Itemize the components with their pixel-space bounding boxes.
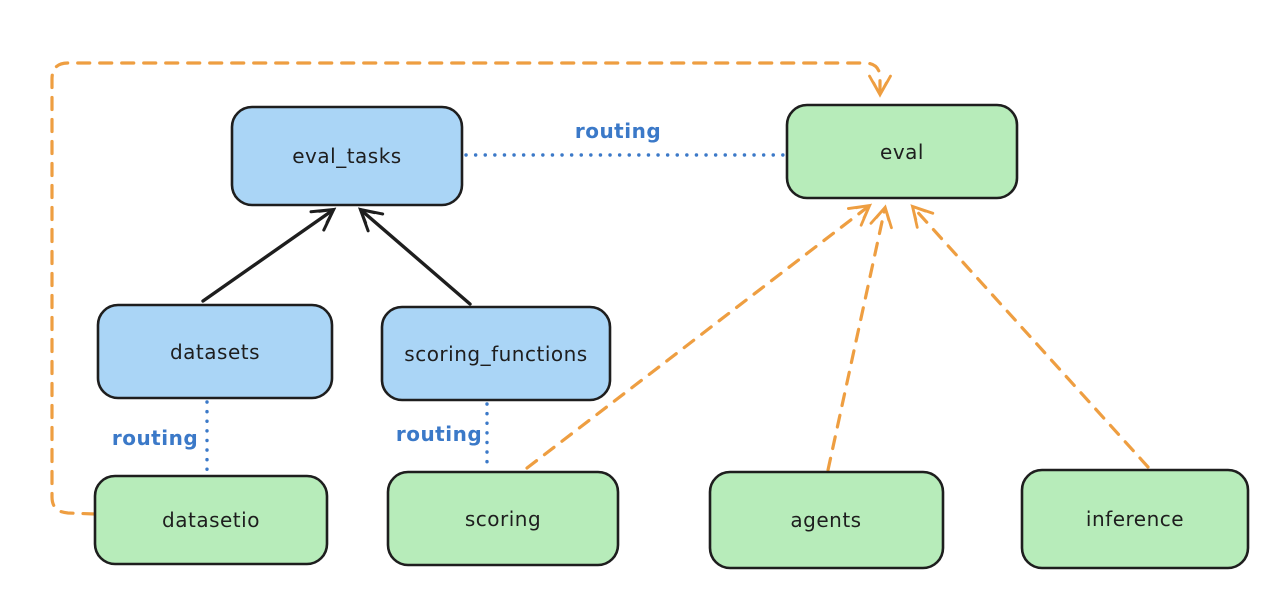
edge-scoring-to-eval [525, 203, 872, 470]
node-datasets: datasets [96, 303, 334, 400]
edge-scoring-functions-to-eval-tasks [357, 207, 472, 306]
node-scoring-functions-box [380, 305, 612, 402]
node-eval-box [785, 103, 1019, 200]
node-scoring: scoring [386, 470, 620, 567]
edge-label-group: routing routing routing [112, 119, 661, 450]
node-inference-label: inference [1086, 507, 1184, 531]
node-scoring-functions-label: scoring_functions [404, 342, 587, 366]
node-eval-tasks-box [230, 105, 464, 207]
edge-datasets-to-eval-tasks [201, 207, 337, 303]
node-eval-tasks-label: eval_tasks [292, 144, 401, 168]
node-inference-box [1020, 468, 1250, 570]
routing-label-eval-tasks-eval: routing [575, 119, 661, 143]
edge-group [50, 61, 1150, 516]
node-agents-box [708, 470, 945, 570]
node-datasetio-box [93, 474, 329, 566]
edge-agents-to-eval [826, 204, 893, 472]
node-group: eval_tasks eval datasets scoring_functio… [93, 103, 1250, 570]
node-eval-tasks: eval_tasks [230, 105, 464, 207]
routing-label-datasets-datasetio: routing [112, 426, 198, 450]
edge-inference-to-eval [910, 204, 1150, 469]
node-datasetio: datasetio [93, 474, 329, 566]
node-eval-label: eval [880, 140, 924, 164]
node-scoring-label: scoring [465, 507, 541, 531]
node-datasets-box [96, 303, 334, 400]
node-inference: inference [1020, 468, 1250, 570]
routing-label-scoring-functions-scoring: routing [396, 422, 482, 446]
node-datasetio-label: datasetio [162, 508, 260, 532]
node-scoring-functions: scoring_functions [380, 305, 612, 402]
node-agents: agents [708, 470, 945, 570]
edge-datasetio-to-eval [50, 61, 892, 516]
node-eval: eval [785, 103, 1019, 200]
node-scoring-box [386, 470, 620, 567]
node-agents-label: agents [790, 508, 861, 532]
node-datasets-label: datasets [170, 340, 260, 364]
